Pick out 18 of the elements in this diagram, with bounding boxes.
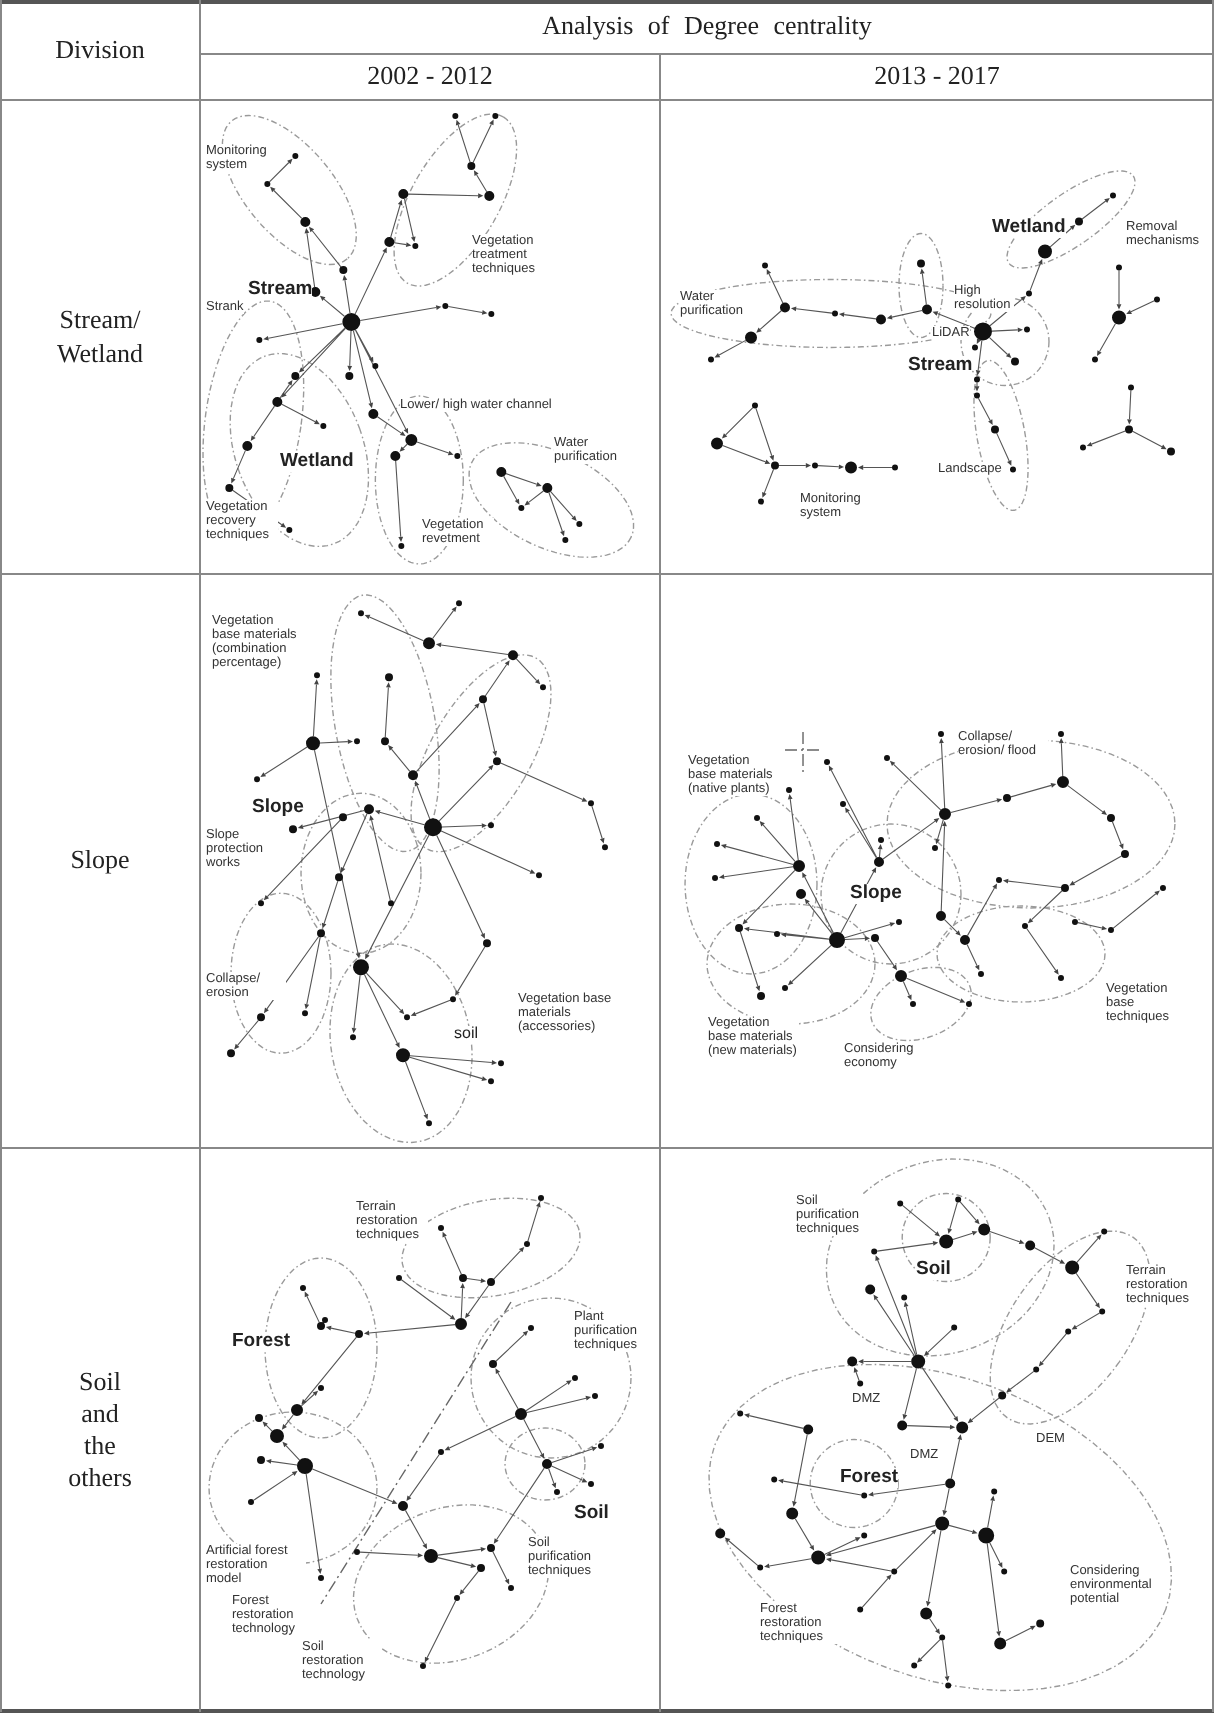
- column-header: Analysis of Degree centrality: [542, 10, 872, 44]
- cluster-label: soil: [454, 1026, 479, 1044]
- cluster-label: Stream: [908, 356, 973, 377]
- column-header: 2002 - 2012: [367, 60, 493, 94]
- cluster-label: Wetland: [280, 452, 354, 473]
- cluster-label: Soil: [916, 1260, 951, 1281]
- cluster-label: Stream: [248, 280, 313, 301]
- column-header: Division: [55, 33, 145, 67]
- row-header: Stream/ Wetland: [57, 304, 143, 370]
- cluster-label: Slope: [850, 884, 902, 905]
- cluster-label: Slope: [252, 798, 304, 819]
- cluster-label: Forest: [232, 1332, 291, 1353]
- cluster-label: Forest: [840, 1468, 899, 1489]
- row-header: Slope: [70, 844, 130, 878]
- row-header: Soil and the others: [68, 1365, 132, 1495]
- cluster-label: Wetland: [992, 218, 1066, 239]
- cluster-label: Soil: [574, 1504, 609, 1525]
- column-header: 2013 - 2017: [874, 60, 1000, 94]
